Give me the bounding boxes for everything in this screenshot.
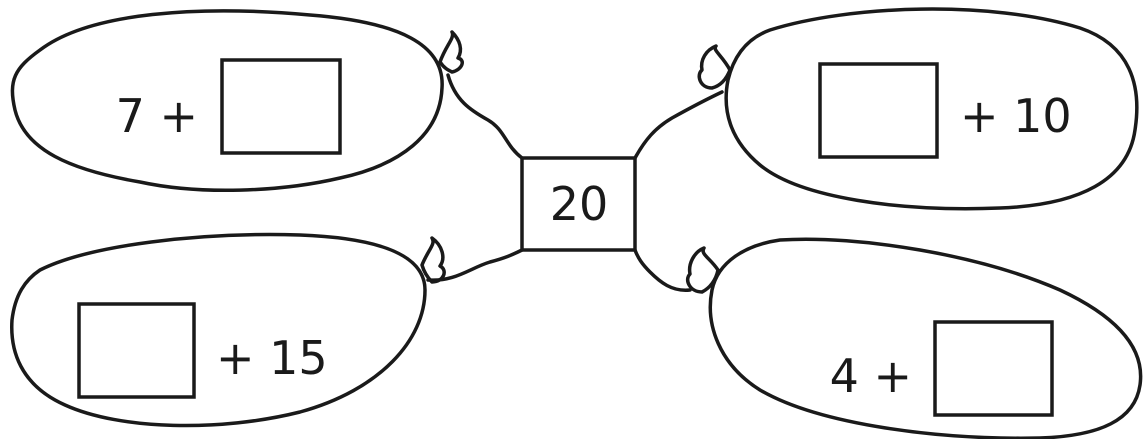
center-total-box bbox=[520, 156, 637, 252]
leaf-bottom-left bbox=[420, 236, 446, 284]
answer-box-bottom-right[interactable] bbox=[933, 320, 1054, 417]
leaf-top-left bbox=[438, 30, 464, 74]
pod-bottom-right-prefix: 4 + bbox=[830, 349, 912, 403]
stem-bottom-right bbox=[633, 248, 692, 292]
center-total-value: 20 bbox=[550, 177, 609, 231]
pod-bottom-right bbox=[708, 237, 1143, 439]
stem-top-right bbox=[633, 90, 724, 160]
stem-bottom-left bbox=[426, 248, 524, 282]
pod-top-left-prefix: 7 + bbox=[116, 89, 198, 143]
leaf-bottom-right bbox=[685, 246, 720, 294]
pod-bottom-left-suffix: + 15 bbox=[216, 331, 328, 385]
pod-top-right-suffix: + 10 bbox=[960, 89, 1072, 143]
answer-box-top-right[interactable] bbox=[818, 62, 939, 159]
answer-box-bottom-left[interactable] bbox=[77, 302, 196, 399]
answer-box-top-left[interactable] bbox=[220, 58, 342, 155]
stem-top-left bbox=[446, 73, 524, 160]
leaf-top-right bbox=[697, 44, 732, 90]
